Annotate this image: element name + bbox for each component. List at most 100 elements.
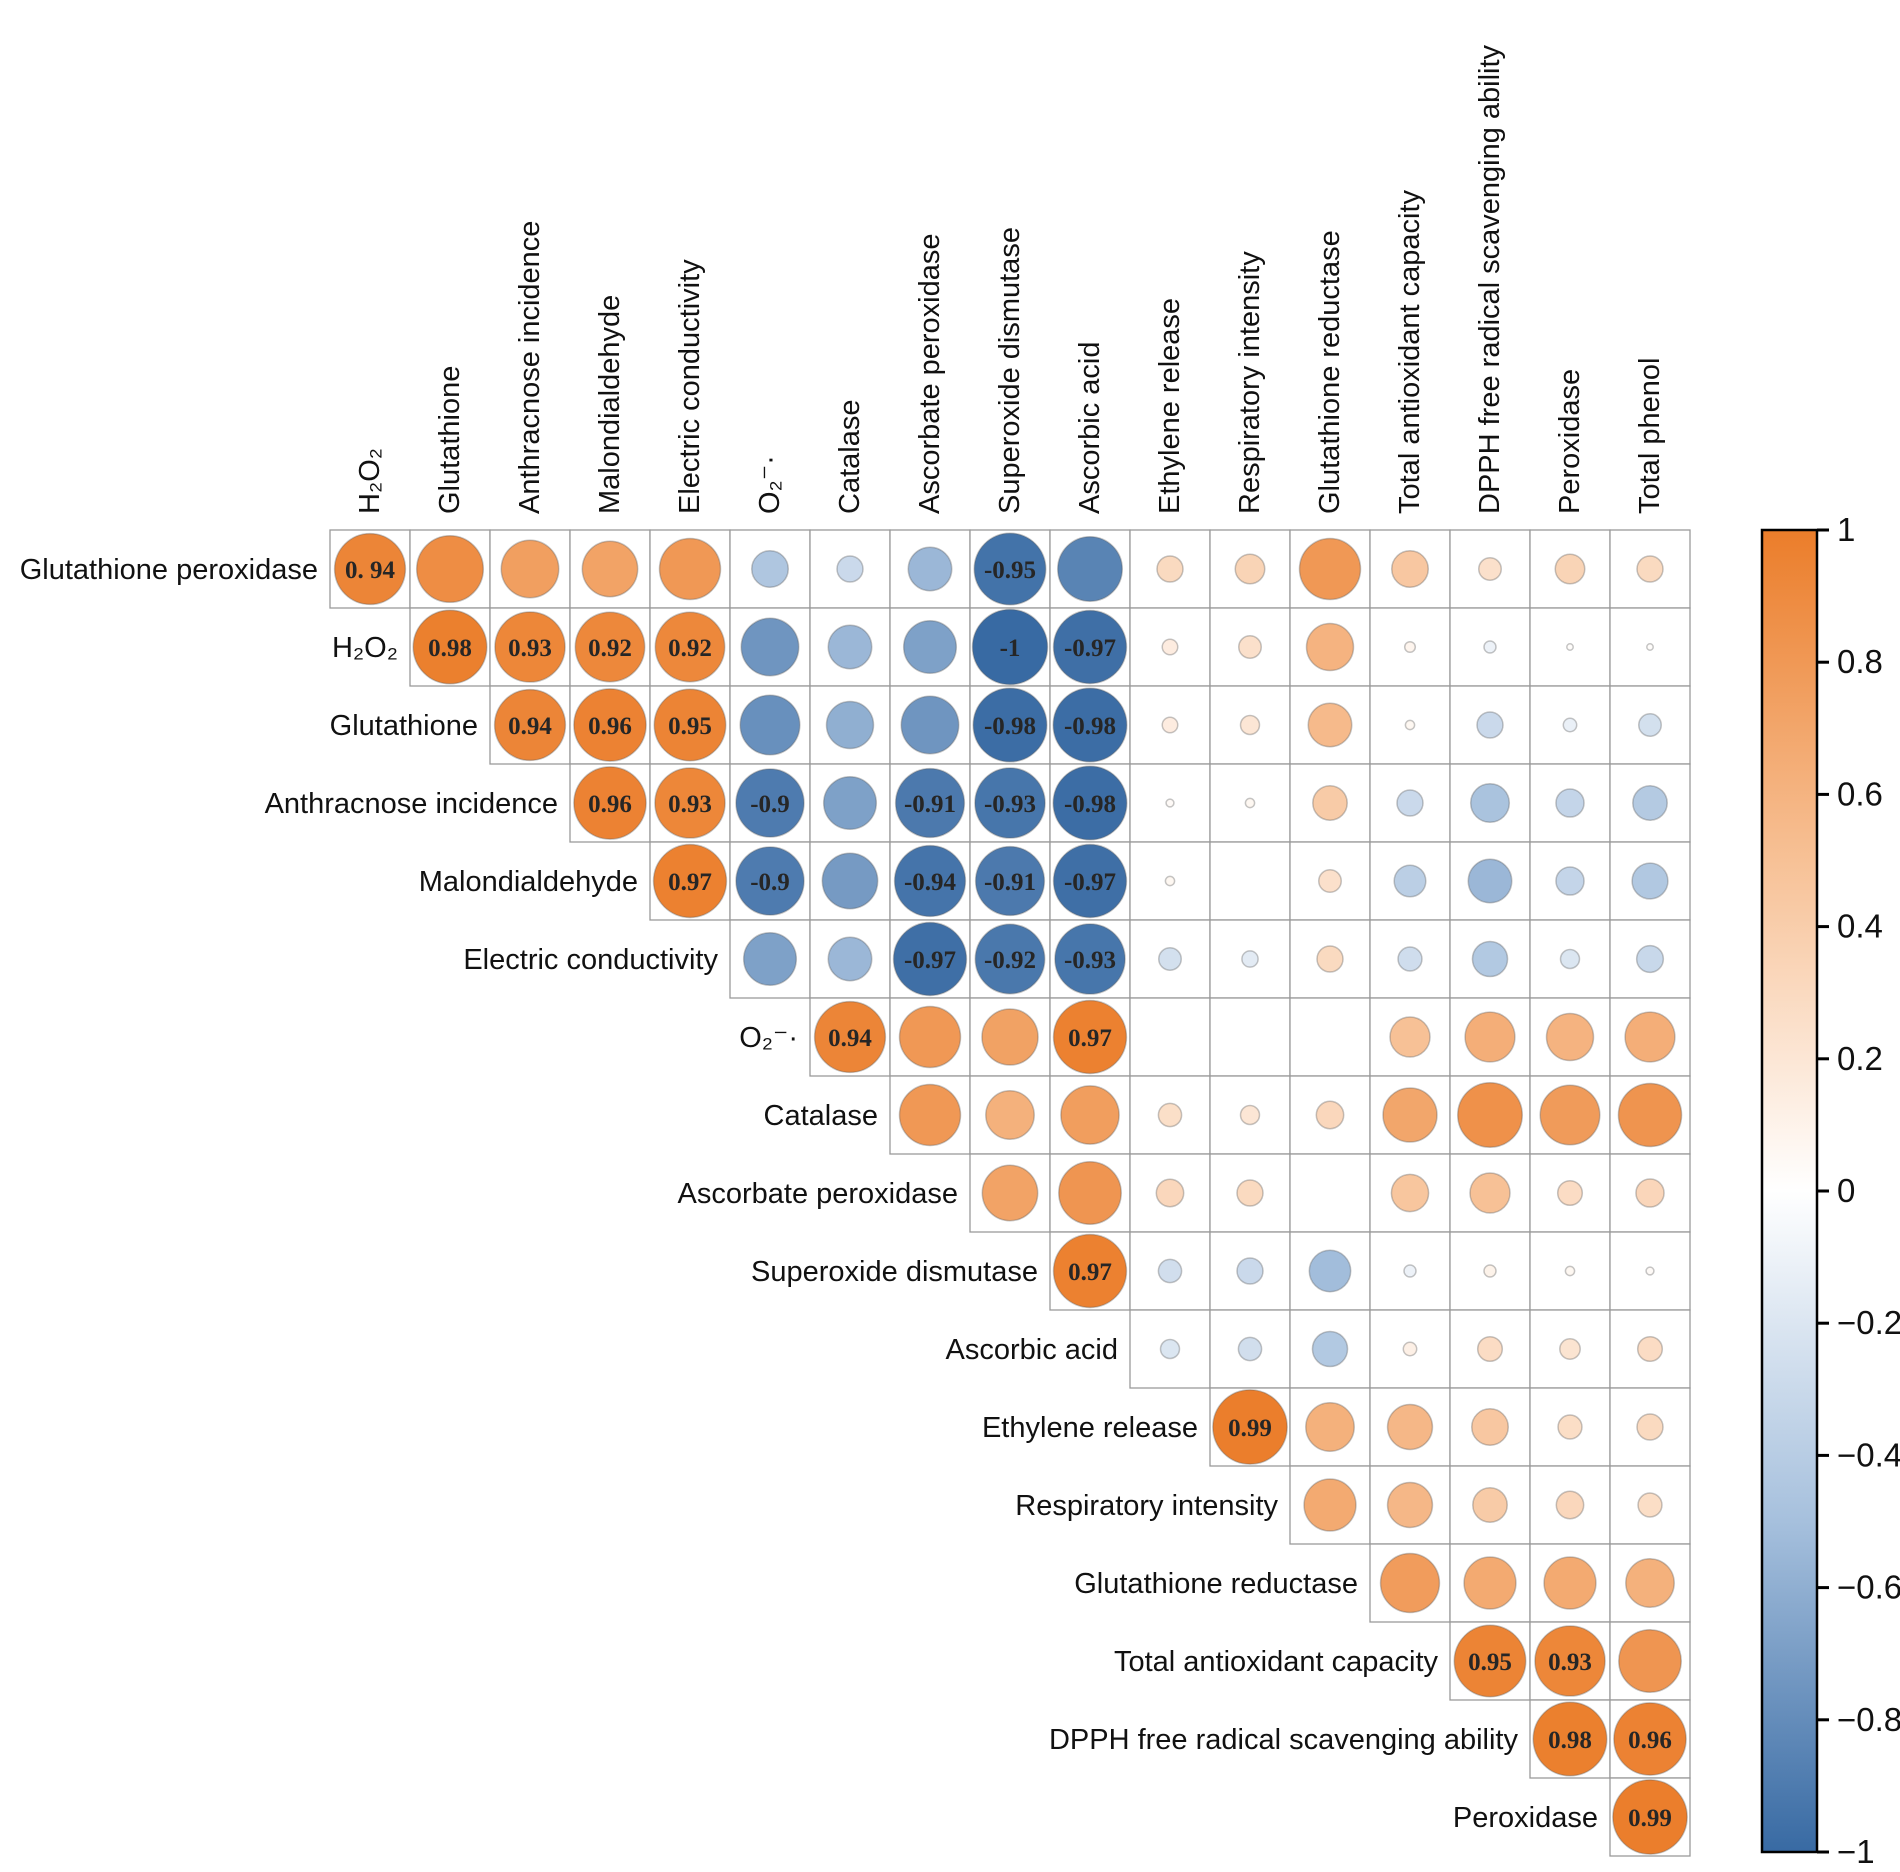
correlation-circle: [974, 767, 1046, 839]
correlation-circle: [1159, 1338, 1181, 1360]
correlation-circle: [1312, 785, 1348, 821]
column-label: Total phenol: [1634, 358, 1666, 514]
correlation-circle: [1303, 1478, 1357, 1532]
colorbar-tick-label: 0.2: [1837, 1040, 1883, 1077]
correlation-circle: [898, 1083, 962, 1147]
correlation-circle: [1386, 1481, 1434, 1529]
correlation-circle: [1556, 1179, 1584, 1207]
correlation-value: -0.91: [984, 869, 1036, 896]
correlation-cell: [1449, 1231, 1531, 1311]
correlation-circle: [827, 624, 873, 670]
correlation-circle: [735, 846, 805, 916]
correlation-circle: [500, 539, 560, 599]
correlation-circle: [1463, 1556, 1517, 1610]
correlation-circle: [1379, 1552, 1441, 1614]
correlation-circle: [1457, 1082, 1523, 1148]
correlation-value: 0.93: [508, 635, 552, 662]
correlation-circle: [1316, 945, 1344, 973]
correlation-circle: [836, 555, 864, 583]
correlation-value: -0.97: [904, 947, 956, 974]
correlation-circle: [1052, 609, 1128, 685]
colorbar-tick-label: 0.8: [1837, 643, 1883, 680]
correlation-circle: [1155, 1178, 1185, 1208]
correlation-circle: [1636, 555, 1664, 583]
correlation-value: -0.93: [984, 791, 1036, 818]
correlation-circle: [1559, 1338, 1581, 1360]
colorbar-tick-label: −0.8: [1837, 1701, 1900, 1738]
correlation-circle: [654, 767, 726, 839]
correlation-circle: [1060, 1085, 1120, 1145]
row-label: Electric conductivity: [463, 944, 718, 976]
column-label: O₂⁻·: [754, 455, 786, 514]
correlation-circle: [1453, 1624, 1527, 1698]
correlation-value: -0.98: [1064, 713, 1116, 740]
correlation-circle: [573, 688, 647, 762]
correlation-circle: [1390, 1173, 1430, 1213]
correlation-value: -0.97: [1064, 869, 1116, 896]
column-label: H₂O₂: [354, 448, 386, 514]
column-label: Malondialdehyde: [594, 295, 626, 514]
column-label: Ascorbate peroxidase: [914, 234, 946, 515]
correlation-circle: [1239, 1104, 1261, 1126]
correlation-circle: [1632, 785, 1668, 821]
correlation-circle: [1237, 1336, 1263, 1362]
correlation-value: 0.96: [588, 791, 632, 818]
correlation-circle: [658, 537, 722, 601]
column-label: Catalase: [834, 400, 866, 514]
row-label: Malondialdehyde: [419, 866, 638, 898]
row-label: DPPH free radical scavenging ability: [1049, 1724, 1519, 1756]
correlation-circle: [654, 611, 726, 683]
correlation-circle: [1052, 687, 1128, 763]
correlation-circle: [1165, 798, 1175, 808]
row-label: Superoxide dismutase: [751, 1256, 1038, 1288]
colorbar-tick-label: −0.2: [1837, 1304, 1900, 1341]
correlation-circle: [1636, 1335, 1664, 1363]
correlation-circle: [739, 694, 801, 756]
correlation-cell: [1449, 1309, 1531, 1389]
correlation-circle: [907, 546, 953, 592]
correlation-circle: [1158, 947, 1182, 971]
correlation-circle: [973, 532, 1047, 606]
correlation-value: 0.92: [588, 635, 632, 662]
correlation-circle: [1539, 1084, 1601, 1146]
row-label: Respiratory intensity: [1015, 1490, 1278, 1522]
colorbar-tick-label: 0.4: [1837, 908, 1883, 945]
correlation-value: -0.9: [750, 791, 790, 818]
correlation-value: 0.98: [428, 635, 472, 662]
correlation-circle: [1161, 716, 1179, 734]
column-label: Respiratory intensity: [1234, 251, 1266, 514]
correlation-value: 0.95: [668, 713, 712, 740]
correlation-circle: [1472, 1487, 1508, 1523]
row-label: Catalase: [764, 1100, 878, 1132]
correlation-value: 0.93: [1548, 1649, 1592, 1676]
correlation-circle: [1471, 1408, 1509, 1446]
correlation-value: -0.98: [984, 713, 1036, 740]
correlation-cell: [1129, 997, 1211, 1077]
correlation-circle: [1469, 1172, 1511, 1214]
correlation-circle: [1612, 1779, 1688, 1855]
correlation-circle: [1157, 1102, 1183, 1128]
correlation-circle: [1562, 717, 1578, 733]
correlation-circle: [1483, 640, 1497, 654]
correlation-circle: [821, 852, 879, 910]
correlation-value: -0.91: [904, 791, 956, 818]
correlation-value: 0.96: [588, 713, 632, 740]
correlation-circle: [1054, 923, 1126, 995]
correlation-circle: [1555, 866, 1585, 896]
correlation-circle: [1305, 622, 1355, 672]
correlation-circle: [1212, 1389, 1288, 1465]
correlation-circle: [493, 688, 567, 762]
correlation-value: 0.97: [1068, 1259, 1112, 1286]
correlation-circle: [1564, 1265, 1576, 1277]
correlation-circle: [574, 611, 646, 683]
correlation-circle: [1234, 553, 1266, 585]
correlation-circle: [652, 843, 728, 919]
row-label: Glutathione peroxidase: [20, 554, 318, 586]
correlation-value: 0.94: [828, 1025, 872, 1052]
correlation-value: 0.97: [668, 869, 712, 896]
correlation-circle: [1052, 843, 1128, 919]
row-label: O₂⁻·: [739, 1022, 798, 1054]
correlation-circle: [1543, 1556, 1597, 1610]
correlation-circle: [902, 619, 958, 675]
